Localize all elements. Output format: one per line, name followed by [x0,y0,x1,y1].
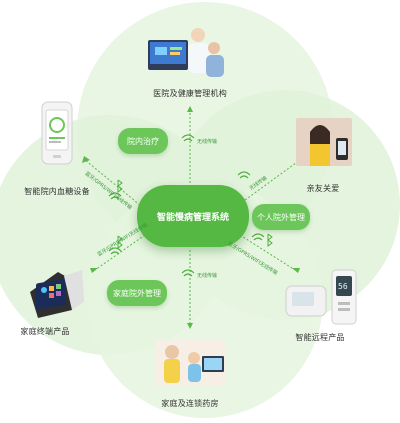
label-remote-product: 智能远程产品 [295,333,345,342]
pill-in-hospital: 院内治疗 [118,128,168,154]
glucose-device-image [41,101,73,165]
center-node-smart-chronic-management: 智能慢病管理系统 [137,185,249,247]
device-reading: 56 [338,282,348,291]
label-home-terminal: 家庭终端产品 [20,327,70,336]
home-terminal-image [30,270,84,318]
connector-label-top: 无线传输 [197,139,218,145]
label-family: 亲友关爱 [306,184,340,193]
pharmacy-image [155,340,225,386]
label-pharmacy: 家庭及连锁药房 [161,399,219,408]
arrow-bottom [187,323,193,329]
connector-right [244,159,301,201]
arrow-left [82,156,90,163]
pill-home-management: 家庭院外管理 [107,280,167,306]
bluetooth-icon [117,179,273,249]
connector-lower-right [239,234,296,271]
remote-product-image [285,269,357,325]
pill-personal-out-of-hospital: 个人院外管理 [252,204,310,230]
label-glucose-device: 智能院内血糖设备 [24,187,90,196]
hospital-image [148,28,224,77]
arrow-lower-left [90,268,98,273]
wifi-icon [181,134,265,277]
arrow-lower-right [292,268,300,273]
connector-label-bottom: 无线传输 [197,273,218,279]
label-hospital: 医院及健康管理机构 [153,89,227,98]
arrow-top [187,106,193,112]
circle-bottom [87,182,323,418]
wifi-icon [108,192,122,255]
family-image [296,118,352,166]
